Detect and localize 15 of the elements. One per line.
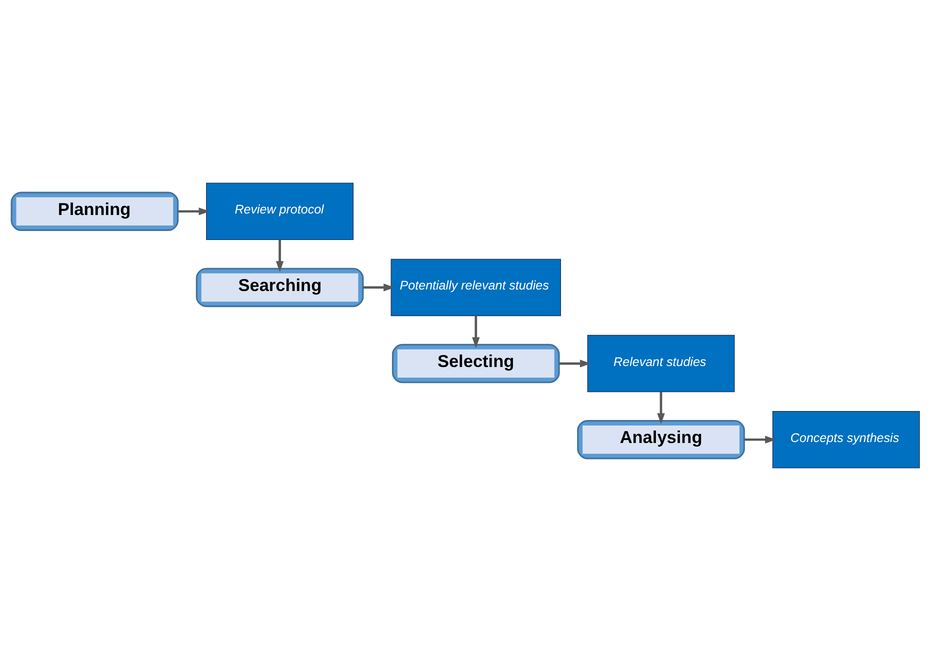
arrow bbox=[559, 359, 591, 367]
node-box: Searching bbox=[196, 267, 364, 307]
node-box: Planning bbox=[10, 191, 179, 230]
node-box: Selecting bbox=[392, 343, 560, 383]
arrow bbox=[657, 391, 665, 424]
node-box: Review protocol bbox=[206, 182, 354, 240]
arrow bbox=[744, 435, 776, 443]
arrow bbox=[362, 283, 395, 291]
node-box: Relevant studies bbox=[587, 334, 735, 392]
arrow bbox=[178, 207, 210, 215]
node-box: Concepts synthesis bbox=[772, 410, 920, 468]
node-box: Analysing bbox=[577, 420, 745, 459]
arrow bbox=[276, 239, 284, 272]
node-box: Potentially relevant studies bbox=[390, 258, 561, 316]
arrow bbox=[472, 315, 480, 348]
